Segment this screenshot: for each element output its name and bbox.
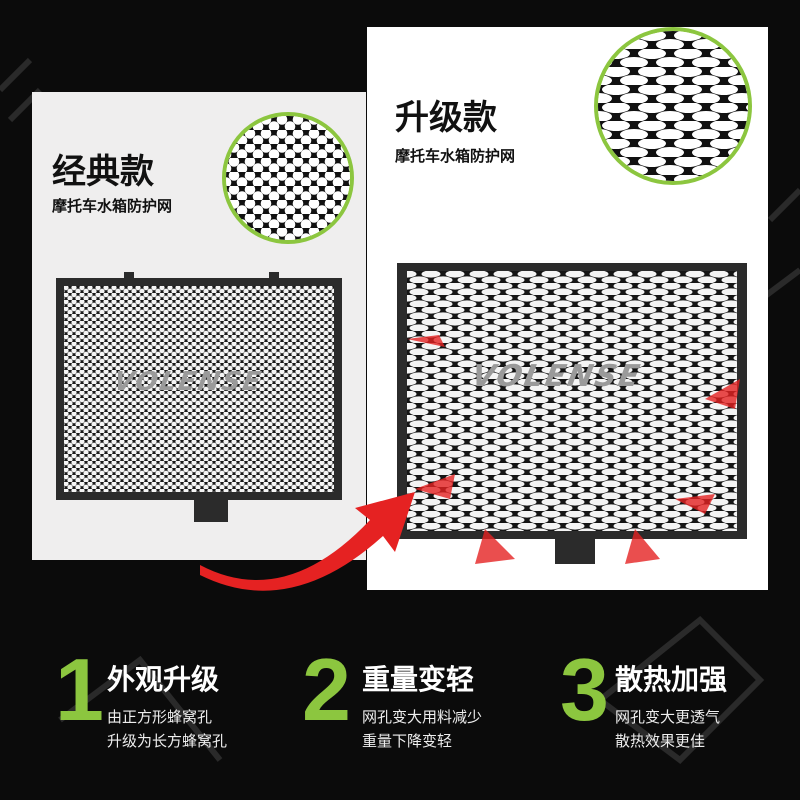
feature-description: 网孔变大更透气 散热效果更佳 (615, 705, 720, 753)
feature-title: 重量变轻 (362, 663, 475, 696)
feature-title: 散热加强 (615, 663, 728, 696)
airflow-arrows (407, 335, 740, 564)
classic-title: 经典款 (52, 152, 154, 192)
feature-title: 外观升级 (107, 663, 220, 696)
feature-line: 网孔变大用料减少 (362, 708, 483, 726)
feature-line: 升级为长方蜂窝孔 (107, 732, 228, 750)
upgrade-subtitle: 摩托车水箱防护网 (395, 147, 516, 165)
feature-line: 网孔变大更透气 (615, 708, 721, 726)
classic-card: 经典款 摩托车水箱防护网 VOLENSE (32, 92, 366, 560)
feature-line: 散热效果更佳 (615, 732, 706, 750)
upgrade-mesh-closeup (594, 27, 752, 185)
feature-line: 由正方形蜂窝孔 (107, 708, 213, 726)
feature-number: 3 (560, 640, 609, 739)
classic-radiator-image (56, 272, 342, 522)
feature-line: 重量下降变轻 (362, 732, 453, 750)
feature-number: 2 (302, 640, 351, 739)
feature-description: 网孔变大用料减少 重量下降变轻 (362, 705, 482, 753)
feature-description: 由正方形蜂窝孔 升级为长方蜂窝孔 (107, 705, 227, 753)
upgrade-radiator-image (397, 263, 747, 564)
comparison-arrow-icon (200, 492, 415, 591)
classic-mesh-closeup (222, 112, 354, 244)
classic-logo: VOLENSE (111, 367, 265, 397)
classic-subtitle: 摩托车水箱防护网 (52, 197, 173, 215)
upgrade-card: 升级款 摩托车水箱防护网 VOLENSE (367, 27, 768, 590)
upgrade-title: 升级款 (395, 98, 497, 138)
feature-number: 1 (55, 640, 104, 739)
upgrade-logo: VOLENSE (468, 359, 645, 394)
